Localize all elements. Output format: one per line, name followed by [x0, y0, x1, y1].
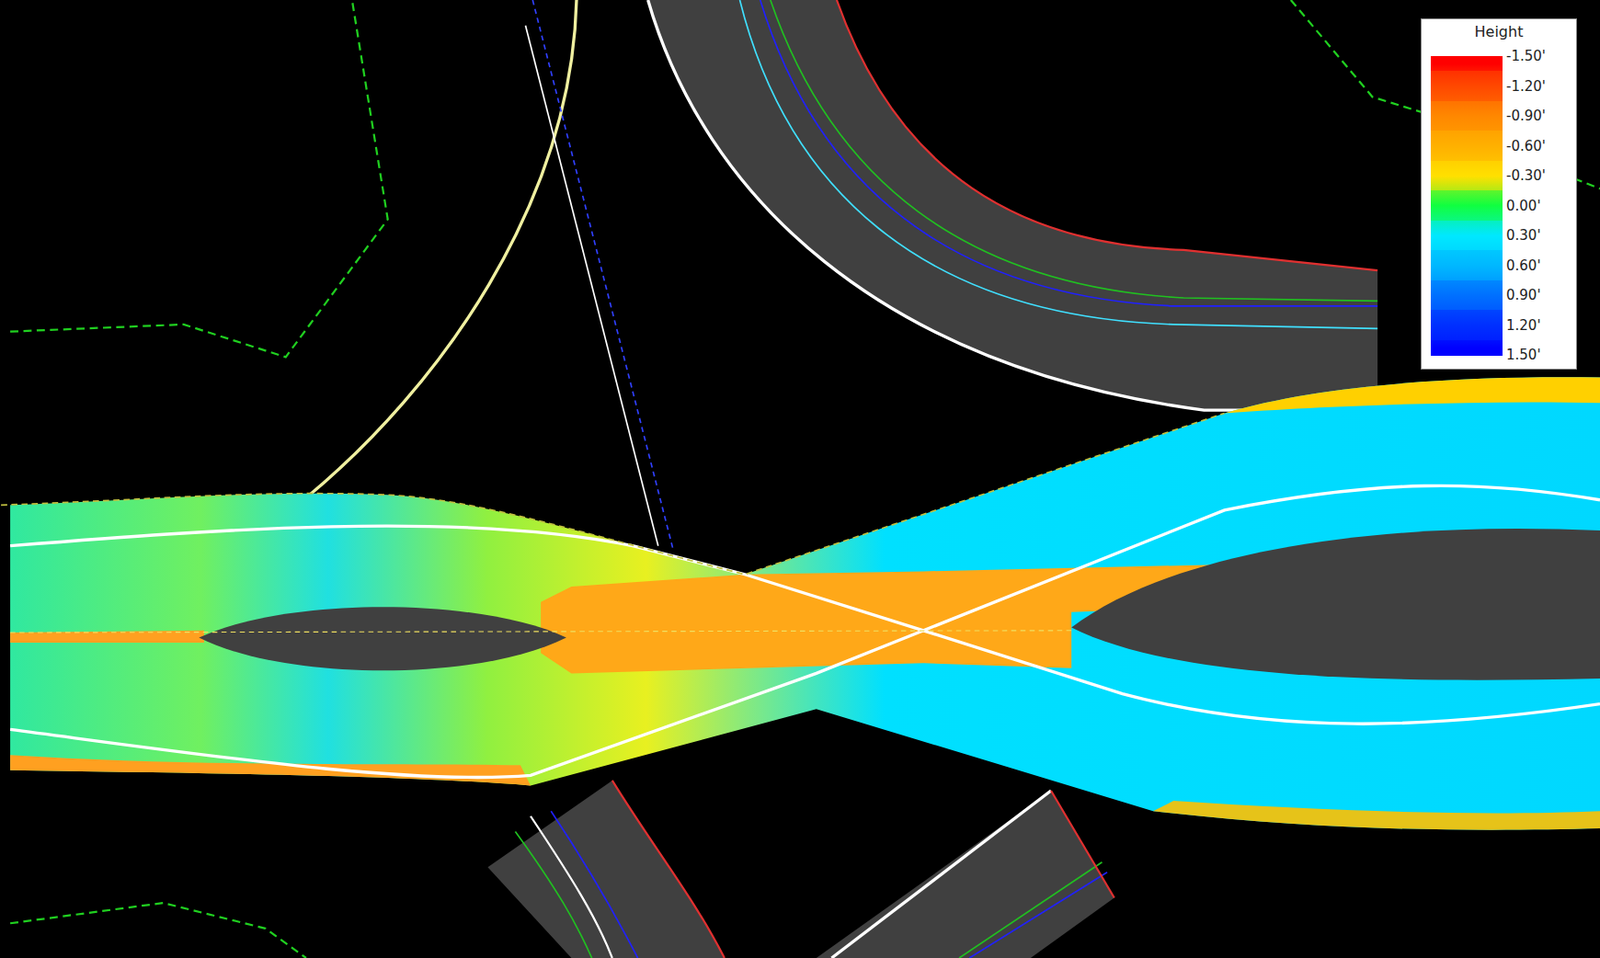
- legend-swatch: [1430, 56, 1503, 72]
- legend-label: -0.60': [1506, 137, 1546, 155]
- legend-swatch: [1430, 101, 1503, 132]
- legend-label: -0.30': [1506, 167, 1546, 184]
- legend-label: -1.50': [1506, 47, 1546, 65]
- legend-label: 1.20': [1506, 317, 1542, 334]
- legend-label: -0.90': [1506, 107, 1546, 125]
- legend-swatch: [1430, 130, 1503, 161]
- height-legend: Height -1.50' -1.20' -0.90' -0.60' -0.30' 0.00…: [1420, 18, 1578, 370]
- legend-swatch: [1430, 340, 1503, 356]
- legend-label: 0.00': [1506, 197, 1542, 215]
- legend-label: 0.90': [1506, 286, 1542, 304]
- legend-swatch: [1430, 70, 1503, 102]
- legend-label: 0.60': [1506, 257, 1542, 275]
- legend-title: Height: [1421, 22, 1577, 41]
- legend-swatch: [1430, 160, 1503, 192]
- legend-swatch: [1430, 309, 1503, 341]
- legend-swatch: [1430, 190, 1503, 221]
- legend-label: 1.50': [1506, 346, 1542, 364]
- legend-swatch: [1430, 250, 1503, 281]
- legend-label: 0.30': [1506, 227, 1542, 244]
- legend-label: -1.20': [1506, 78, 1546, 95]
- legend-swatch: [1430, 280, 1503, 311]
- legend-swatch: [1430, 220, 1503, 252]
- boundary-line: [10, 0, 1600, 958]
